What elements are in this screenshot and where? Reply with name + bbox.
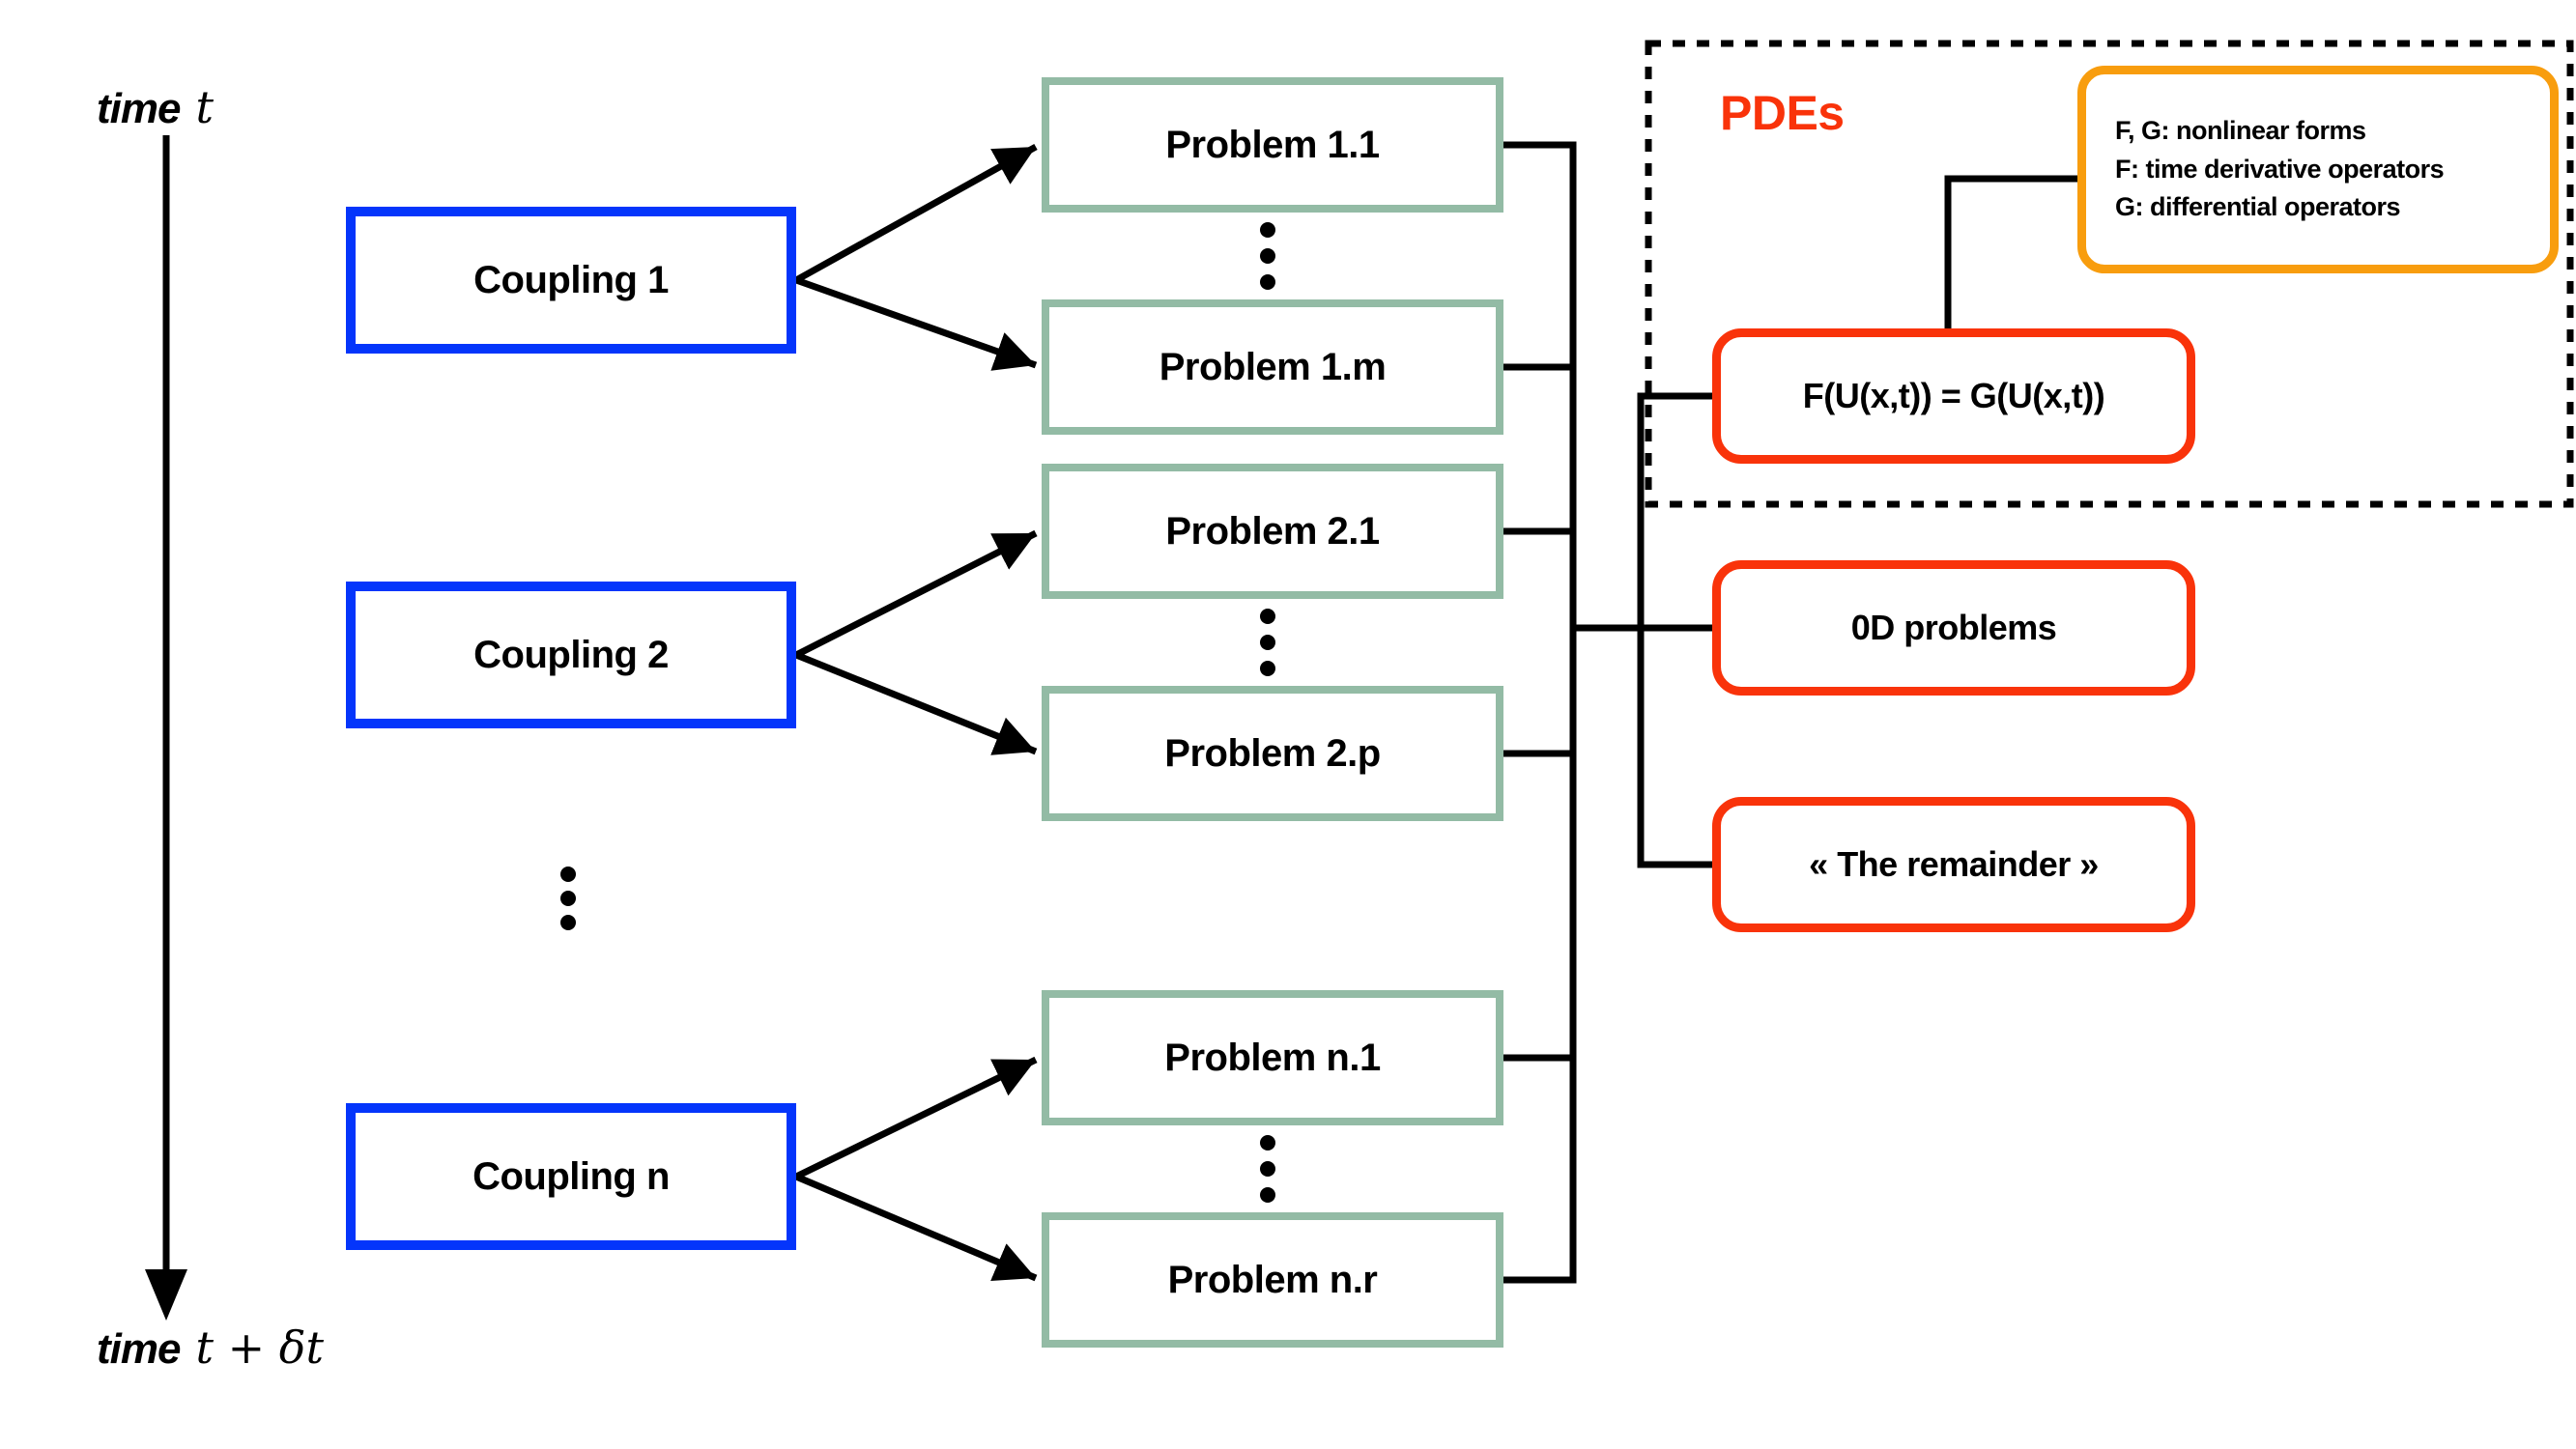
- legend-line-3: G: differential operators: [2115, 192, 2401, 222]
- time-axis-arrow: [145, 135, 187, 1321]
- problem-1-1-box: Problem 1.1: [1042, 77, 1503, 213]
- equation-to-legend-connector: [1944, 175, 2077, 332]
- pdes-region-label: PDEs: [1720, 86, 1845, 140]
- coupling-1-arrows: [794, 143, 1038, 371]
- ellipsis-dots-problems-1: [1260, 222, 1275, 290]
- problem-n-1-box: Problem n.1: [1042, 990, 1503, 1125]
- remainder-box: « The remainder »: [1712, 797, 2195, 932]
- problem-1-m-box: Problem 1.m: [1042, 299, 1503, 435]
- legend-line-1: F, G: nonlinear forms: [2115, 115, 2366, 145]
- coupling-1-box: Coupling 1: [346, 207, 796, 354]
- ellipsis-dots-problems-2: [1260, 609, 1275, 676]
- problem-n-r-box: Problem n.r: [1042, 1212, 1503, 1348]
- legend-line-2: F: time derivative operators: [2115, 154, 2445, 184]
- time-end-value: t + δt: [195, 1321, 324, 1374]
- coupling-2-box: Coupling 2: [346, 582, 796, 728]
- coupling-n-box: Coupling n: [346, 1103, 796, 1250]
- coupling-2-arrows: [794, 529, 1038, 755]
- operators-legend-box: F, G: nonlinear forms F: time derivative…: [2077, 66, 2559, 273]
- problem-2-1-box: Problem 2.1: [1042, 464, 1503, 599]
- pde-equation-box: F(U(x,t)) = G(U(x,t)): [1712, 328, 2195, 464]
- time-end-label: time t + δt: [97, 1321, 324, 1374]
- pdes-dotted-region: [1645, 40, 2574, 508]
- time-start-value: t: [195, 81, 214, 133]
- time-word: time: [97, 85, 181, 132]
- zero-d-problems-box: 0D problems: [1712, 560, 2195, 696]
- coupling-n-arrows: [794, 1056, 1038, 1282]
- problem-2-p-box: Problem 2.p: [1042, 686, 1503, 821]
- ellipsis-dots-couplings: [560, 867, 576, 930]
- problem-output-stubs: [1500, 141, 1576, 1284]
- time-word: time: [97, 1325, 181, 1373]
- ellipsis-dots-problems-n: [1260, 1135, 1275, 1203]
